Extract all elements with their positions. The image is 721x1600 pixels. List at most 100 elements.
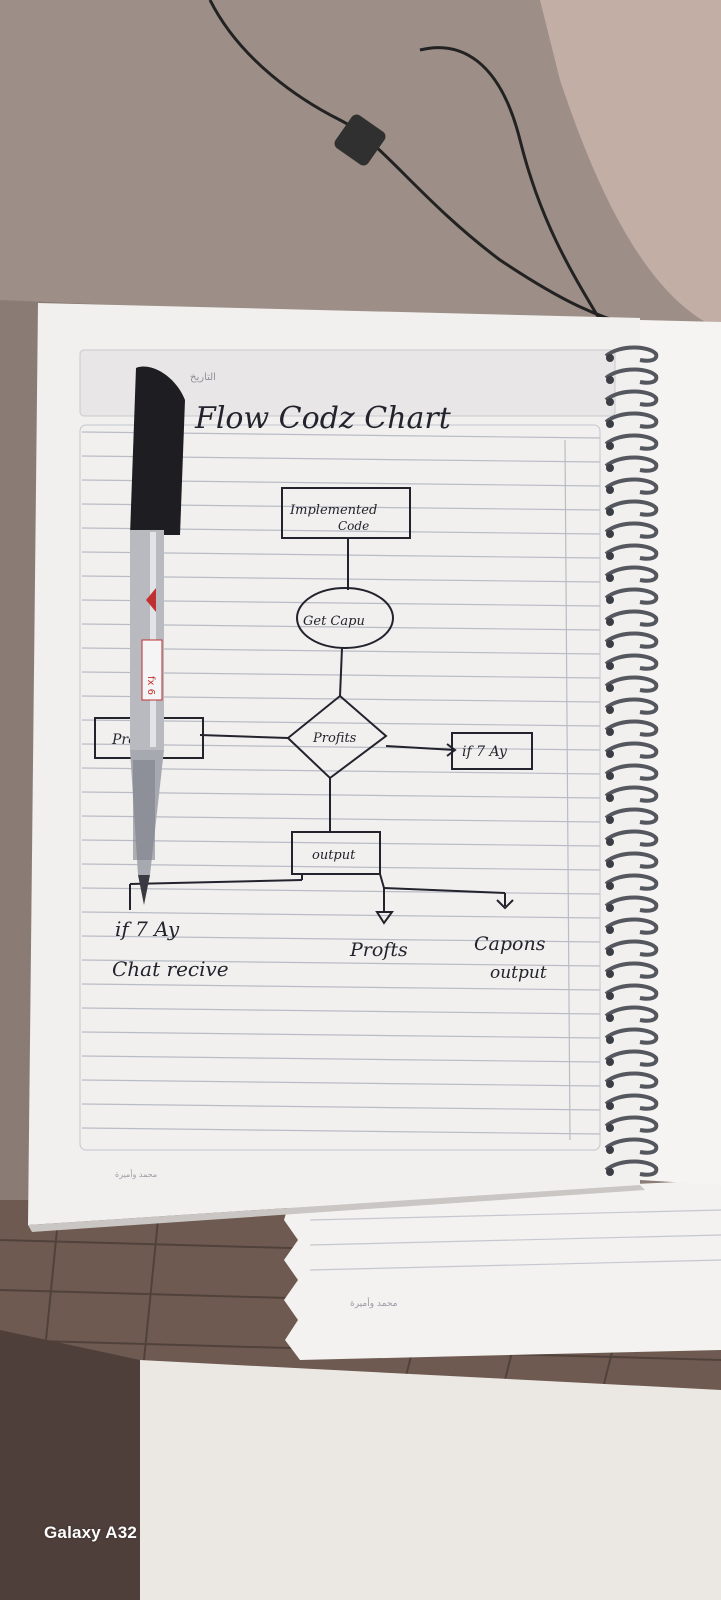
spiral-hole <box>606 464 614 472</box>
spiral-hole <box>606 684 614 692</box>
cable-plug <box>334 114 386 166</box>
spiral-ring <box>604 521 659 539</box>
spiral-ring <box>604 741 659 759</box>
pen-label: fx 6 <box>145 676 156 695</box>
spiral-hole <box>606 486 614 494</box>
spiral-hole <box>606 882 614 890</box>
spiral-hole <box>606 420 614 428</box>
spiral-ring <box>604 411 659 429</box>
spiral-ring <box>604 697 659 715</box>
spiral-hole <box>606 948 614 956</box>
spiral-hole <box>606 1080 614 1088</box>
spiral-hole <box>606 1058 614 1066</box>
hand-skin <box>540 0 721 330</box>
spiral-ring <box>604 1137 659 1155</box>
spiral-ring <box>604 785 659 803</box>
spiral-ring <box>604 389 659 407</box>
spiral-ring <box>604 631 659 649</box>
lower-page-footer: محمد وأميرة <box>350 1297 398 1309</box>
margin-line <box>564 439 571 1141</box>
start-box <box>281 487 411 539</box>
right-box-label: if 7 Ay <box>462 744 508 760</box>
spiral-ring <box>604 719 659 737</box>
spiral-hole <box>606 640 614 648</box>
spiral-hole <box>606 618 614 626</box>
spiral-ring <box>604 807 659 825</box>
spiral-ring <box>604 961 659 979</box>
spiral-ring <box>604 1071 659 1089</box>
spiral-hole <box>606 574 614 582</box>
outcome-1-line2: Chat recive <box>112 957 229 981</box>
outcome-3-line2: output <box>490 963 547 983</box>
spiral-ring <box>604 1005 659 1023</box>
page-header-strip <box>79 349 616 417</box>
spiral-ring <box>604 1093 659 1111</box>
spiral-ring <box>604 653 659 671</box>
cable <box>208 0 651 332</box>
start-box-line2: Code <box>338 519 369 533</box>
lower-page <box>284 1180 721 1360</box>
spiral-hole <box>606 1014 614 1022</box>
spiral-hole <box>606 530 614 538</box>
spiral-hole <box>606 838 614 846</box>
spiral-ring <box>604 873 659 891</box>
spiral-hole <box>606 794 614 802</box>
spiral-hole <box>606 1124 614 1132</box>
page-footer-arabic: محمد وأميرة <box>115 1169 157 1179</box>
spiral-ring <box>604 587 659 605</box>
output-box <box>291 831 381 875</box>
spiral-hole <box>606 1102 614 1110</box>
circle-label: Get Capu <box>303 614 365 629</box>
outcome-3-line1: Capons <box>474 933 546 955</box>
spiral-hole <box>606 508 614 516</box>
spiral-hole <box>606 750 614 758</box>
chair-leg <box>0 1330 140 1600</box>
output-box-label: output <box>312 848 356 863</box>
spiral-ring <box>604 565 659 583</box>
spiral-ring <box>604 939 659 957</box>
spiral-hole <box>606 706 614 714</box>
spiral-ring <box>604 1115 659 1133</box>
flowchart <box>94 487 533 925</box>
spiral-ring <box>604 763 659 781</box>
cable-2 <box>419 46 602 321</box>
spiral-hole <box>606 772 614 780</box>
spiral-hole <box>606 1036 614 1044</box>
page-heading: Flow Codz Chart <box>194 401 452 436</box>
spiral-ring <box>604 1027 659 1045</box>
spiral-ring <box>604 367 659 385</box>
spiral-hole <box>606 1146 614 1154</box>
get-capu-circle <box>296 587 394 649</box>
notebook-page <box>28 303 640 1225</box>
spiral-hole <box>606 662 614 670</box>
spiral-hole <box>606 398 614 406</box>
spiral-hole <box>606 926 614 934</box>
pen: fx 6 <box>130 366 185 905</box>
spiral-hole <box>606 860 614 868</box>
spiral-ring <box>604 609 659 627</box>
wall-surface <box>0 0 721 330</box>
spiral-hole <box>606 904 614 912</box>
page-edge-shadow <box>28 1185 645 1232</box>
outcome-1-line1: if 7 Ay <box>115 917 180 941</box>
spiral-hole <box>606 376 614 384</box>
next-page <box>640 320 721 1185</box>
spiral-ring <box>604 455 659 473</box>
floor-tile <box>140 1360 721 1600</box>
spiral-ring <box>604 851 659 869</box>
spiral-hole <box>606 442 614 450</box>
spiral-ring <box>604 477 659 495</box>
spiral-hole <box>606 816 614 824</box>
spiral-hole <box>606 1168 614 1176</box>
spiral-hole <box>606 728 614 736</box>
header-arabic-text: التاريخ <box>190 372 216 383</box>
spiral-ring <box>604 1049 659 1067</box>
outcome-2-line1: Profts <box>349 939 408 961</box>
spiral-hole <box>606 970 614 978</box>
start-box-line1: Implemented <box>289 503 377 518</box>
spiral-ring <box>604 917 659 935</box>
spiral-ring <box>604 983 659 1001</box>
spiral-ring <box>604 895 659 913</box>
camera-watermark: Galaxy A32 <box>44 1523 138 1542</box>
